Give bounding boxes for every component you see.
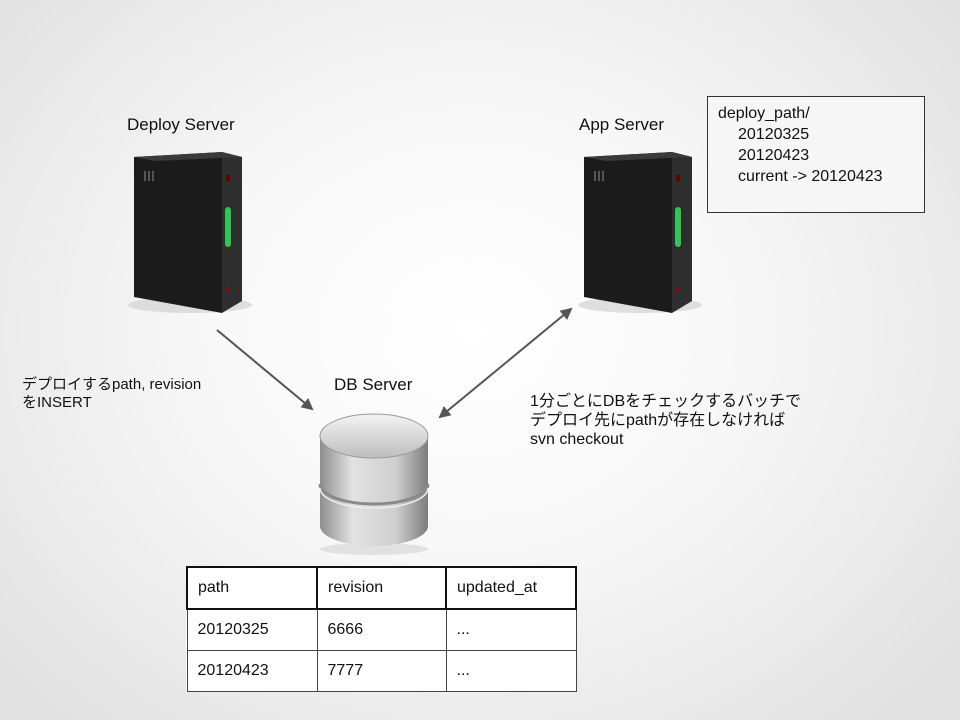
cell-path: 20120325 (186, 608, 318, 651)
cell-path: 20120423 (186, 650, 318, 692)
db-server-label: DB Server (334, 375, 413, 394)
directory-root: deploy_path/ (718, 105, 810, 122)
cell-revision: 6666 (316, 608, 447, 651)
note-line: デプロイ先にpathが存在しなければ (530, 412, 786, 429)
database-icon[interactable] (314, 406, 434, 556)
directory-entry-symlink: current -> 20120423 (738, 168, 883, 185)
deployments-table: path revision updated_at 20120325 6666 .… (186, 566, 577, 692)
note-line: 1分ごとにDBをチェックするバッチで (530, 393, 802, 410)
column-header-revision: revision (316, 566, 447, 610)
directory-entry: 20120325 (738, 126, 810, 143)
column-header-path: path (186, 566, 318, 610)
deploy-server-label: Deploy Server (127, 115, 235, 134)
cell-revision: 7777 (316, 650, 447, 692)
sync-batch-note: 1分ごとにDBをチェックするバッチで デプロイ先にpathが存在しなければ sv… (530, 392, 801, 449)
note-line: svn checkout (530, 431, 624, 448)
note-line: をINSERT (22, 394, 92, 411)
table-header-row: path revision updated_at (186, 566, 577, 610)
directory-listing: deploy_path/ 20120325 20120423 current -… (707, 96, 925, 213)
deploy-server-icon[interactable] (120, 145, 260, 320)
arrow-deploy-to-db (216, 329, 314, 411)
column-header-updated-at: updated_at (445, 566, 577, 610)
table-row: 20120325 6666 ... (186, 608, 577, 651)
app-server-label: App Server (579, 115, 665, 134)
note-line: デプロイするpath, revision (22, 376, 202, 393)
directory-entry: 20120423 (738, 147, 810, 164)
arrow-app-db-sync (438, 307, 573, 419)
table-row: 20120423 7777 ... (186, 650, 577, 692)
cell-updated-at: ... (445, 608, 577, 651)
deploy-insert-note: デプロイするpath, revision をINSERT (22, 376, 201, 412)
app-server-icon[interactable] (570, 145, 710, 320)
cell-updated-at: ... (445, 650, 577, 692)
